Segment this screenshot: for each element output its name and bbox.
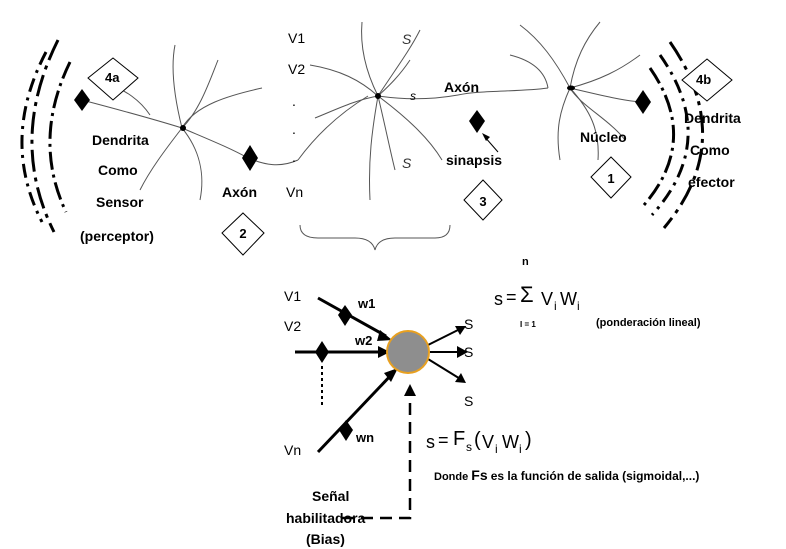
arrowheads: [377, 326, 468, 396]
perceptron-v1-label: V1: [284, 288, 302, 304]
weight-w2-label: w2: [355, 333, 373, 348]
left-arcs: [20, 39, 72, 233]
neuron-node: [386, 330, 430, 374]
dendrite-sensor-line-2: Como: [98, 162, 138, 178]
synapse-label: sinapsis: [446, 152, 503, 168]
box-3-label: 3: [479, 194, 487, 209]
caption-fs: Fs: [471, 467, 488, 483]
caption-rest: es la función de salida (sigmoidal,...): [490, 469, 700, 483]
output-formula: s = F s ( V i W i ): [426, 427, 576, 457]
middle-nucleus-dot: [375, 93, 381, 99]
sum-v: V: [541, 289, 554, 309]
axon-left-label: Axón: [222, 184, 257, 200]
caption-prefix: Donde: [434, 471, 469, 483]
bias-line-1: Señal: [312, 488, 350, 504]
bias-line-2: habilitadora: [286, 510, 366, 526]
out-w-sub: i: [519, 442, 522, 456]
sum-s: s: [494, 289, 503, 309]
right-arcs: [642, 41, 705, 229]
sum-upper-limit: n: [522, 256, 529, 268]
dendrite-efector-line-1: Dendrita: [684, 110, 741, 126]
output-s-small: s: [410, 89, 416, 103]
sum-formula: n s = Σ V i W i I = 1 (ponderación linea…: [494, 257, 754, 337]
sum-eq: =: [506, 287, 517, 307]
top-diamonds: [74, 89, 651, 171]
out-v-sub: i: [495, 442, 498, 456]
dendrite-efector-line-2: Como: [690, 142, 730, 158]
out-f: F: [453, 428, 466, 450]
top-number-boxes: [87, 57, 733, 256]
weight-diamonds: [315, 305, 353, 441]
box-2-label: 2: [239, 226, 247, 241]
out-w: W: [502, 432, 519, 452]
weight-w1-label: w1: [358, 296, 376, 311]
sum-lower-limit: I = 1: [520, 320, 536, 329]
out-eq: =: [438, 430, 449, 450]
dendrite-efector-line-3: efector: [688, 174, 735, 190]
output-s-upper: S: [402, 31, 412, 47]
output-caption: Donde Fs es la función de salida (sigmoi…: [434, 468, 699, 483]
middle-neuron: [309, 21, 549, 201]
input-v1-label: V1: [288, 30, 306, 46]
dendrite-sensor-line-1: Dendrita: [92, 132, 149, 148]
sum-w: W: [560, 289, 577, 309]
box-4b-label: 4b: [696, 72, 712, 87]
input-vn-label: Vn: [286, 184, 304, 200]
input-dots-1: .: [292, 93, 296, 109]
input-v2-label: V2: [288, 61, 306, 77]
right-neuron: [509, 21, 641, 161]
out-s: s: [426, 432, 435, 452]
sum-sigma: Σ: [520, 282, 534, 307]
out-open: (: [474, 429, 481, 451]
right-nucleus-dot: [567, 85, 575, 91]
out-close: ): [525, 429, 532, 451]
input-dots-3: .: [292, 149, 296, 165]
axon-right-label: Axón: [444, 79, 479, 95]
dendrite-sensor-line-3: Sensor: [96, 194, 144, 210]
weight-wn-label: wn: [356, 430, 375, 445]
input-bracket: [299, 224, 451, 251]
perceptron-output-s2: S: [464, 344, 474, 360]
box-4a-label: 4a: [105, 70, 120, 85]
out-v: V: [482, 432, 495, 452]
nucleus-label: Núcleo: [580, 129, 627, 145]
perceptron-output-s1: S: [464, 316, 474, 332]
perceptron-v2-label: V2: [284, 318, 302, 334]
input-dots-2: .: [292, 121, 296, 137]
box-1-label: 1: [607, 171, 615, 186]
perceptron-vn-label: Vn: [284, 442, 302, 458]
sum-w-sub: i: [577, 299, 580, 313]
bias-line-3: (Bias): [306, 531, 345, 547]
dendrite-sensor-line-4: (perceptor): [80, 228, 154, 244]
left-nucleus-dot: [180, 125, 186, 131]
out-f-sub: s: [466, 440, 472, 454]
sum-note: (ponderación lineal): [596, 317, 701, 329]
perceptron: [295, 296, 463, 520]
sum-v-sub: i: [554, 299, 557, 313]
perceptron-output-s3: S: [464, 393, 474, 409]
output-s-lower: S: [402, 155, 412, 171]
synapse-arrow: [482, 133, 499, 153]
